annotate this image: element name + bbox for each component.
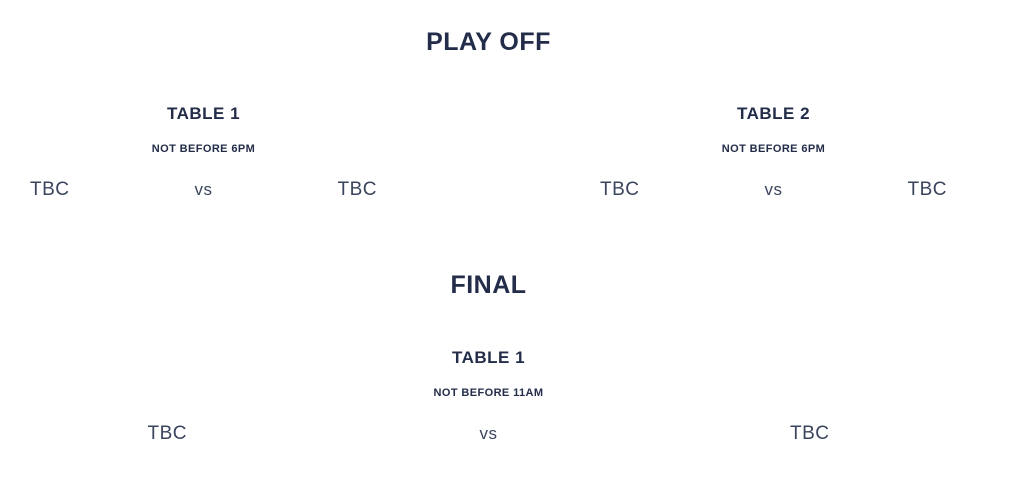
match-table-title: TABLE 1 bbox=[451, 348, 526, 367]
player-name-home: TBC bbox=[30, 179, 70, 200]
playoff-match-card-1: TABLE 1 NOT BEFORE 6PM TBC vs TBC bbox=[30, 104, 377, 201]
vs-label: vs bbox=[764, 180, 783, 199]
vs-label: vs bbox=[194, 180, 213, 199]
player-name-home: TBC bbox=[147, 423, 187, 444]
players-row: TBC vs TBC bbox=[600, 179, 947, 201]
players-row: TBC vs TBC bbox=[30, 179, 377, 201]
match-time: NOT BEFORE 6PM bbox=[151, 143, 256, 155]
final-match-card: TABLE 1 NOT BEFORE 11AM TBC vs TBC bbox=[148, 348, 830, 445]
match-time: NOT BEFORE 11AM bbox=[433, 387, 544, 399]
playoff-section-title: PLAY OFF bbox=[426, 28, 551, 56]
playoff-matches-row: TABLE 1 NOT BEFORE 6PM TBC vs TBC TABLE … bbox=[0, 104, 977, 201]
match-time: NOT BEFORE 6PM bbox=[721, 143, 826, 155]
vs-label: vs bbox=[479, 424, 498, 443]
players-row: TBC vs TBC bbox=[148, 423, 830, 445]
match-table-title: TABLE 1 bbox=[166, 104, 241, 123]
final-section-title: FINAL bbox=[450, 271, 527, 299]
playoff-match-card-2: TABLE 2 NOT BEFORE 6PM TBC vs TBC bbox=[600, 104, 947, 201]
player-name-home: TBC bbox=[600, 179, 640, 200]
match-table-title: TABLE 2 bbox=[736, 104, 811, 123]
player-name-away: TBC bbox=[337, 179, 377, 200]
playoff-section: PLAY OFF TABLE 1 NOT BEFORE 6PM TBC vs T… bbox=[0, 28, 977, 201]
schedule-page: PLAY OFF TABLE 1 NOT BEFORE 6PM TBC vs T… bbox=[0, 28, 977, 445]
player-name-away: TBC bbox=[790, 423, 830, 444]
final-section: FINAL TABLE 1 NOT BEFORE 11AM TBC vs TBC bbox=[0, 271, 977, 445]
player-name-away: TBC bbox=[907, 179, 947, 200]
